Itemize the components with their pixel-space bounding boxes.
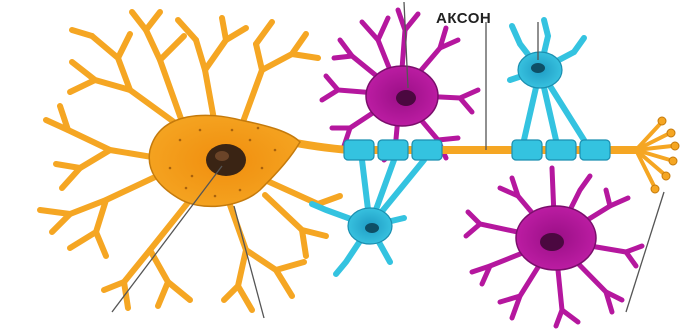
purple-glial-cell-top xyxy=(322,10,478,160)
blue-myelin-cell-bottom xyxy=(312,160,424,274)
purple-cell-nucleus-top xyxy=(396,90,416,106)
soma xyxy=(149,115,300,206)
axon-label: АКСОН xyxy=(436,10,491,27)
blue-myelin-cell-top xyxy=(510,20,584,140)
purple-glial-cell-bottom xyxy=(466,168,642,326)
purple-cell-nucleus-bottom xyxy=(540,233,564,251)
